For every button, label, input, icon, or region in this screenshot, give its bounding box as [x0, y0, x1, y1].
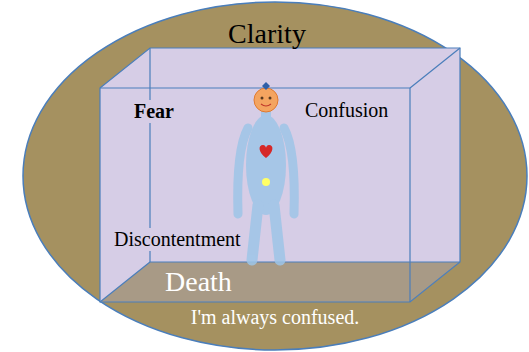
emotion-label: Discontentment — [112, 228, 243, 251]
floor-label: Death — [165, 266, 232, 298]
region-note: I'm always confused. — [191, 306, 360, 329]
emotion-label: Fear — [132, 100, 176, 123]
emotion-label: Confusion — [303, 99, 390, 122]
region-title: Clarity — [228, 18, 306, 50]
